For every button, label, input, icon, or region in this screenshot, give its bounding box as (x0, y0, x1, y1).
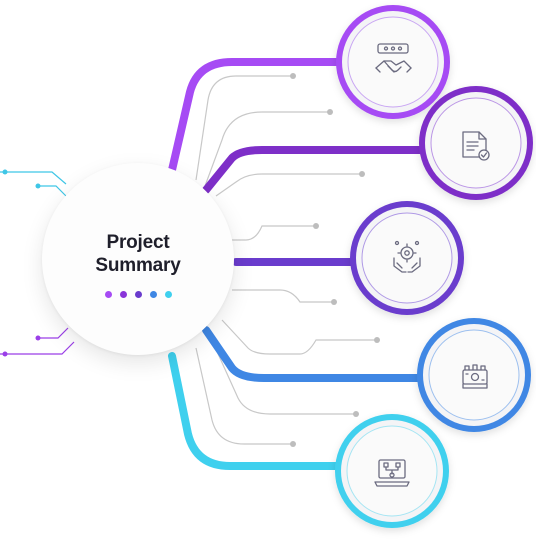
gray-connector-dot-6 (374, 337, 380, 343)
hub-dot (149, 291, 157, 298)
gray-connector-2 (204, 111, 330, 187)
node-money-inner-ring (428, 329, 520, 421)
node-hands-gear[interactable] (350, 201, 464, 315)
left-accent-dot-top-1 (2, 169, 8, 175)
project-summary-hub[interactable]: Project Summary (42, 163, 234, 355)
gray-connector-8 (195, 347, 293, 445)
gray-connector-dot-5 (331, 299, 337, 305)
left-accent-dot-bottom-2 (2, 351, 8, 357)
hub-dot-row (42, 291, 234, 298)
document-check-icon (462, 131, 490, 161)
hub-dot (164, 291, 172, 298)
gray-connector-1 (195, 75, 293, 181)
money-bills-icon (462, 364, 488, 389)
gray-connector-6 (221, 319, 377, 355)
left-accent-line-top-1 (0, 171, 67, 185)
gray-connector-dot-1 (290, 73, 296, 79)
gray-connector-dot-7 (353, 411, 359, 417)
connector-laptop (168, 352, 349, 470)
node-document[interactable] (419, 86, 533, 200)
hub-dot (104, 291, 112, 298)
gray-connector-dot-4 (313, 223, 319, 229)
connector-document (202, 146, 440, 194)
node-money[interactable] (417, 318, 531, 432)
connector-money (202, 326, 432, 382)
left-accent-line-top-2 (38, 185, 67, 197)
colored-connectors (168, 58, 440, 470)
hands-gear-icon (393, 240, 421, 273)
left-accent-line-bottom-1 (38, 327, 69, 339)
gray-connector-dots (290, 73, 380, 447)
hub-title-line1: Project (106, 232, 170, 253)
laptop-process-icon (374, 459, 410, 487)
node-document-inner-ring (430, 97, 522, 189)
left-accent-lines (0, 169, 75, 357)
gray-connector-dot-3 (359, 171, 365, 177)
handshake-icon (375, 43, 412, 73)
hub-title-line2: Summary (95, 255, 181, 276)
gray-connectors (195, 75, 377, 445)
gray-connector-5 (232, 289, 334, 303)
left-accent-line-bottom-2 (0, 341, 75, 355)
left-accent-dot-bottom-1 (35, 335, 41, 341)
node-hands-gear-inner-ring (361, 212, 453, 304)
hub-dot (119, 291, 127, 298)
gray-connector-dot-2 (327, 109, 333, 115)
hub-title: Project Summary (42, 231, 234, 277)
hub-dot (134, 291, 142, 298)
left-accent-dot-top-2 (35, 183, 41, 189)
gray-connector-dot-8 (290, 441, 296, 447)
gray-connector-7 (209, 335, 356, 415)
connector-handshake (168, 58, 354, 174)
gray-connector-4 (228, 225, 316, 241)
gray-connector-3 (215, 173, 362, 197)
